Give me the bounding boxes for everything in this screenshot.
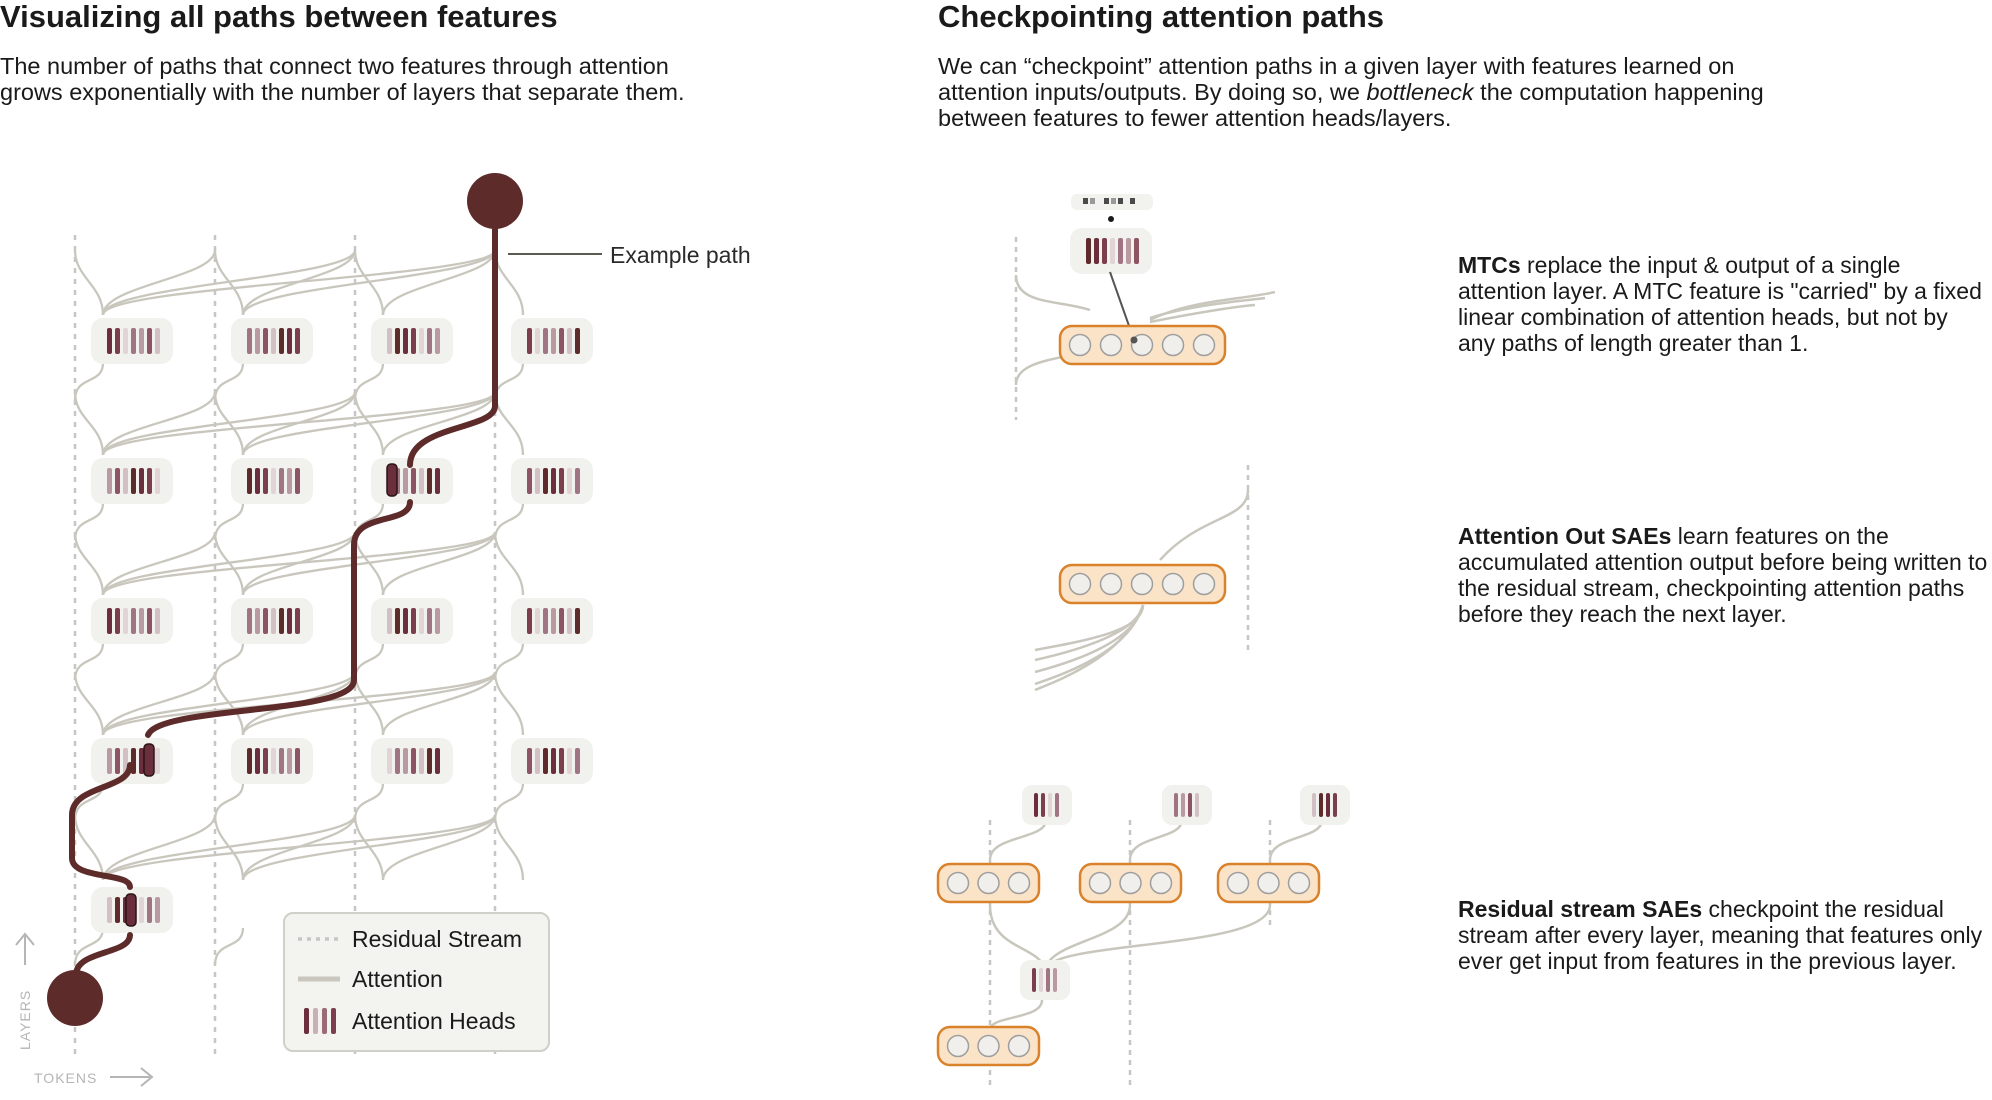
- attention-head-box: [371, 738, 453, 784]
- example-path-label: Example path: [610, 242, 751, 268]
- axis-indicator: LAYERS TOKENS: [15, 932, 154, 1087]
- layers-axis-label: LAYERS: [17, 990, 33, 1050]
- right-title: Checkpointing attention paths: [938, 0, 1385, 34]
- attention-head-box: [231, 458, 313, 504]
- attention-head-box: [91, 458, 173, 504]
- source-feature-node: [47, 970, 103, 1026]
- attention-head-box: [1162, 785, 1212, 825]
- attention-head-box: [511, 738, 593, 784]
- residual-description: Residual stream SAEs checkpoint the resi…: [1458, 896, 1983, 974]
- attention-head-box: [231, 598, 313, 644]
- target-feature-node: [467, 173, 523, 229]
- legend-residual-label: Residual Stream: [352, 926, 522, 952]
- attention-head-box: [1300, 785, 1350, 825]
- mtc-diagram: [1014, 194, 1276, 420]
- attention-head-box: [511, 598, 593, 644]
- residual-sae-diagram: [936, 785, 1350, 1088]
- tokens-axis-label: TOKENS: [34, 1070, 97, 1086]
- attention-head-box: [91, 318, 173, 364]
- attention-head-box: [1020, 960, 1070, 1000]
- attention-head-boxes: [91, 318, 593, 933]
- attention-head-box: [91, 598, 173, 644]
- attention-out-diagram: [1034, 465, 1250, 692]
- legend-heads-swatch: [304, 1008, 336, 1034]
- attention-head-box: [511, 458, 593, 504]
- attention-head-box: [231, 738, 313, 784]
- right-intro: We can “checkpoint” attention paths in a…: [938, 53, 1764, 131]
- attention-out-description: Attention Out SAEs learn features on the…: [1458, 523, 1988, 627]
- attention-head-box: [231, 318, 313, 364]
- attention-head-box: [371, 318, 453, 364]
- attention-head-box: [371, 598, 453, 644]
- legend: Residual Stream Attention Attention Head…: [283, 912, 550, 1052]
- legend-attention-label: Attention: [352, 966, 443, 992]
- attention-head-box: [511, 318, 593, 364]
- highlighted-heads: [125, 463, 398, 927]
- attention-head-box: [1070, 228, 1152, 274]
- left-title: Visualizing all paths between features: [0, 0, 558, 34]
- attention-head-box: [91, 738, 173, 784]
- legend-heads-label: Attention Heads: [352, 1008, 516, 1034]
- mtc-description: MTCs replace the input & output of a sin…: [1458, 252, 1982, 356]
- example-path: [69, 197, 498, 978]
- left-intro: The number of paths that connect two fea…: [0, 53, 685, 105]
- attention-head-box: [1022, 785, 1072, 825]
